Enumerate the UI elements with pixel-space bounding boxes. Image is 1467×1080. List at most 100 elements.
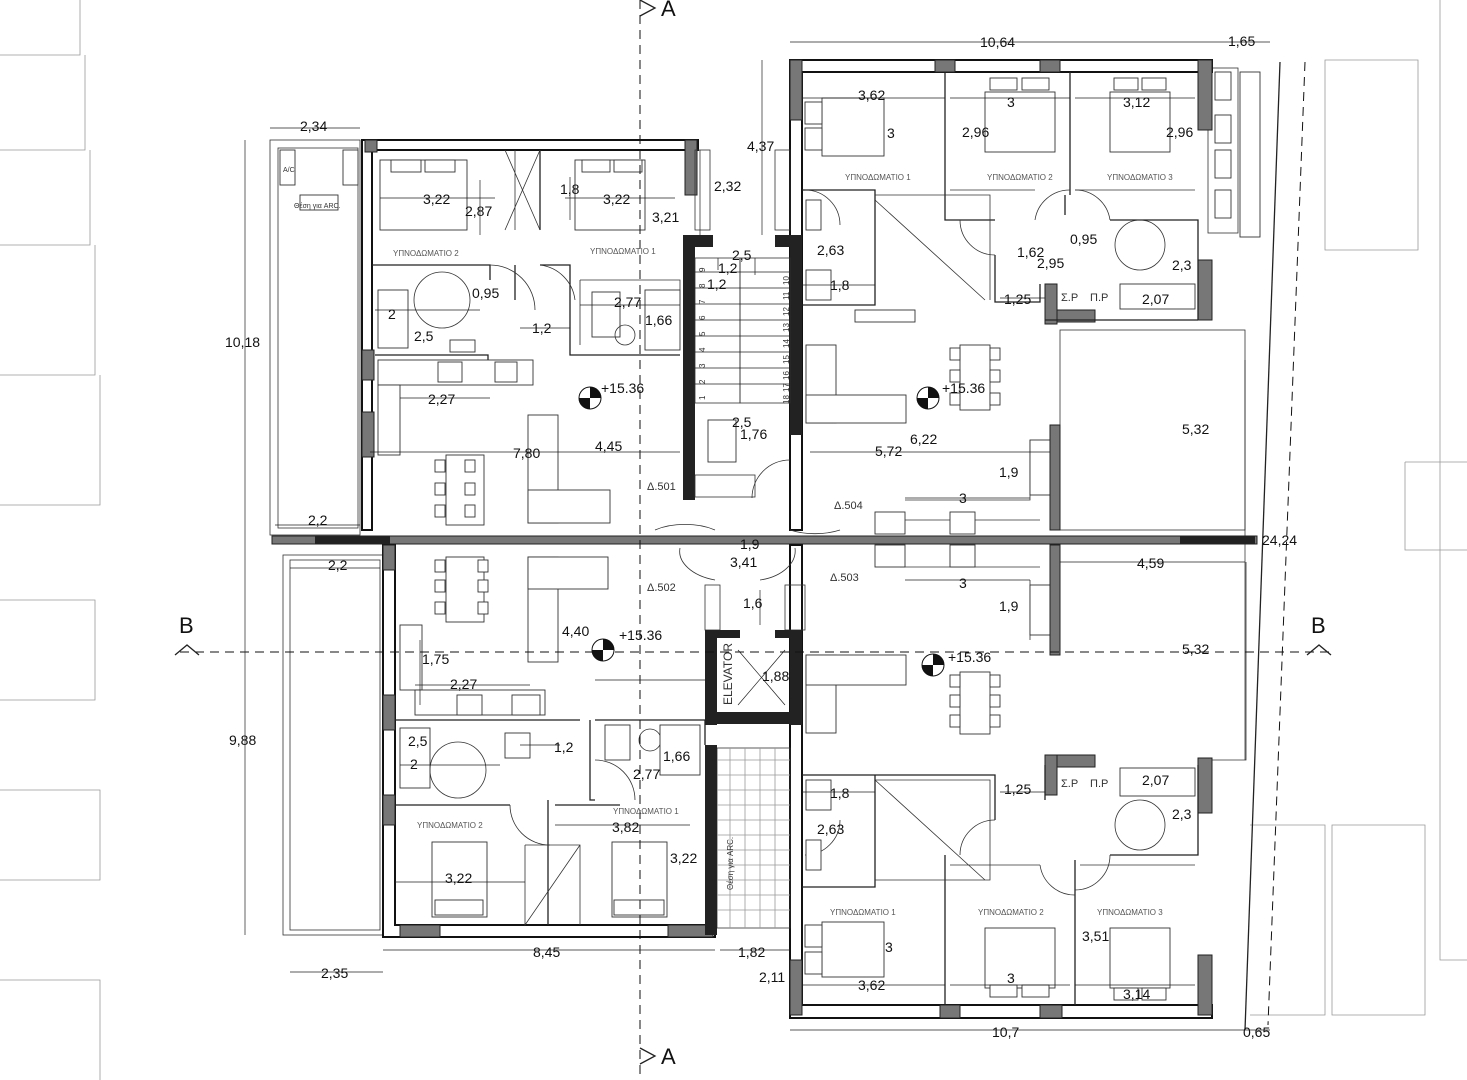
dimension-label: 5,72 xyxy=(875,443,902,459)
dimension-label: 3 xyxy=(1007,94,1015,110)
dimension-label: 3,51 xyxy=(1082,928,1109,944)
dimension-label: 3 xyxy=(887,125,895,141)
step-number: 4 xyxy=(698,347,707,352)
apartment-nw xyxy=(279,139,699,531)
room-label: ΥΠΝΟΔΩΜΑΤΙΟ 1 xyxy=(830,908,896,917)
step-number: 1 xyxy=(698,395,707,400)
dimension-label: 2,5 xyxy=(732,247,752,263)
pp-label: Π.Ρ xyxy=(1090,292,1108,304)
apartment-label-ne: Δ.504 xyxy=(834,500,863,512)
level-se: +15.36 xyxy=(948,649,991,665)
dimension-label: 1,62 xyxy=(1017,244,1044,260)
dimension-label: 3 xyxy=(959,490,967,506)
step-number: 10 xyxy=(782,276,791,285)
stair-core xyxy=(654,149,841,935)
dimension-label: 2,95 xyxy=(1037,255,1064,271)
dimension-label: 1,9 xyxy=(740,536,760,552)
arc-place-label-nw: Θέση για ARC. xyxy=(294,202,341,210)
apartment-sw xyxy=(382,544,716,938)
section-a-bottom: A xyxy=(661,1044,676,1069)
dimension-label: 3,22 xyxy=(445,870,472,886)
dimension-label: 2,27 xyxy=(450,676,477,692)
dimension-label: 1,9 xyxy=(999,464,1019,480)
dimension-label: 1,88 xyxy=(762,668,789,684)
dimension-label: 2 xyxy=(410,756,418,772)
room-label: ΥΠΝΟΔΩΜΑΤΙΟ 2 xyxy=(393,249,459,258)
level-marker-sw: +15.36 xyxy=(591,627,662,662)
dimension-label: 3,22 xyxy=(423,191,450,207)
dimension-label: 3,82 xyxy=(612,819,639,835)
section-a-top: A xyxy=(661,0,676,21)
step-number: 7 xyxy=(698,299,707,304)
room-label: ΥΠΝΟΔΩΜΑΤΙΟ 3 xyxy=(1097,908,1163,917)
room-label: ΥΠΝΟΔΩΜΑΤΙΟ 2 xyxy=(417,821,483,830)
room-label: ΥΠΝΟΔΩΜΑΤΙΟ 1 xyxy=(845,173,911,182)
apartment-ne xyxy=(789,59,1261,535)
dimension-label: 2,2 xyxy=(328,557,348,573)
floor-slab-edge xyxy=(271,535,1258,545)
apartment-label-nw: Δ.501 xyxy=(647,481,676,493)
step-number: 17 xyxy=(782,383,791,392)
dimension-label: 3,62 xyxy=(858,87,885,103)
room-label: ΥΠΝΟΔΩΜΑΤΙΟ 1 xyxy=(613,807,679,816)
dimension-label: 1,8 xyxy=(560,181,580,197)
dimension-label: 1,2 xyxy=(554,739,574,755)
dimension-label: 2,32 xyxy=(714,178,741,194)
dimension-label: 2,63 xyxy=(817,242,844,258)
section-lines xyxy=(174,0,1332,1080)
dimension-label: 10,64 xyxy=(980,34,1015,50)
dimension-label: 3,41 xyxy=(730,554,757,570)
dimension-label: 5,32 xyxy=(1182,641,1209,657)
dimension-label: 4,40 xyxy=(562,623,589,639)
dimension-label: 2,35 xyxy=(321,965,348,981)
step-number: 12 xyxy=(782,307,791,316)
dimension-label: 3,21 xyxy=(652,209,679,225)
dimension-label: 7,80 xyxy=(513,445,540,461)
dimension-label: 3,22 xyxy=(603,191,630,207)
ac-label: A/C xyxy=(283,167,295,174)
dimension-label: 2,5 xyxy=(732,414,752,430)
dimension-label: 4,45 xyxy=(595,438,622,454)
level-sw: +15.36 xyxy=(619,627,662,643)
dimension-label: 3,14 xyxy=(1123,986,1150,1002)
level-marker-se: +15.36 xyxy=(921,649,991,677)
room-label: ΥΠΝΟΔΩΜΑΤΙΟ 2 xyxy=(978,908,1044,917)
section-b-left: B xyxy=(179,613,194,638)
dimension-label: 9,88 xyxy=(229,732,256,748)
sp-label: Σ.Ρ xyxy=(1061,778,1078,790)
dimension-label: 0,95 xyxy=(1070,231,1097,247)
room-label: ΥΠΝΟΔΩΜΑΤΙΟ 3 xyxy=(1107,173,1173,182)
dimension-label: 3,62 xyxy=(858,977,885,993)
step-number: 13 xyxy=(782,323,791,332)
dimension-label: 10,18 xyxy=(225,334,260,350)
step-number: 8 xyxy=(698,283,707,288)
apartment-label-sw: Δ.502 xyxy=(647,582,676,594)
dimension-label: 2,5 xyxy=(408,733,428,749)
dimension-label: 1,75 xyxy=(422,651,449,667)
dimension-label: 3,12 xyxy=(1123,94,1150,110)
dimension-label: 2,5 xyxy=(414,328,434,344)
dimension-label: 1,25 xyxy=(1004,781,1031,797)
dimension-label: 2,3 xyxy=(1172,806,1192,822)
dimension-label: 4,37 xyxy=(747,138,774,154)
dimension-label: 2,27 xyxy=(428,391,455,407)
dimension-label: 1,76 xyxy=(740,426,767,442)
room-label: ΥΠΝΟΔΩΜΑΤΙΟ 1 xyxy=(590,247,656,256)
dimension-label: 1,25 xyxy=(1004,291,1031,307)
dimension-label: 2,11 xyxy=(759,969,785,985)
stair-step-numbers: 1 2 3 4 5 6 7 8 9 10 11 12 13 14 15 16 1… xyxy=(698,267,791,404)
arc-place-label: Θέση για ARC. xyxy=(726,837,735,890)
dimension-label: 2,63 xyxy=(817,821,844,837)
dimension-label: 1,66 xyxy=(663,748,690,764)
dimension-label: 1,2 xyxy=(532,320,552,336)
dimension-label: 1,6 xyxy=(743,595,763,611)
dimension-label: 1,66 xyxy=(645,312,672,328)
dimension-lines xyxy=(244,41,1270,1031)
step-number: 3 xyxy=(698,363,707,368)
level-marker-ne: +15.36 xyxy=(916,380,985,410)
dimension-label: 3,22 xyxy=(670,850,697,866)
apartment-label-se: Δ.503 xyxy=(830,572,859,584)
dimension-label: 1,9 xyxy=(999,598,1019,614)
dimension-label: 2,3 xyxy=(1172,257,1192,273)
